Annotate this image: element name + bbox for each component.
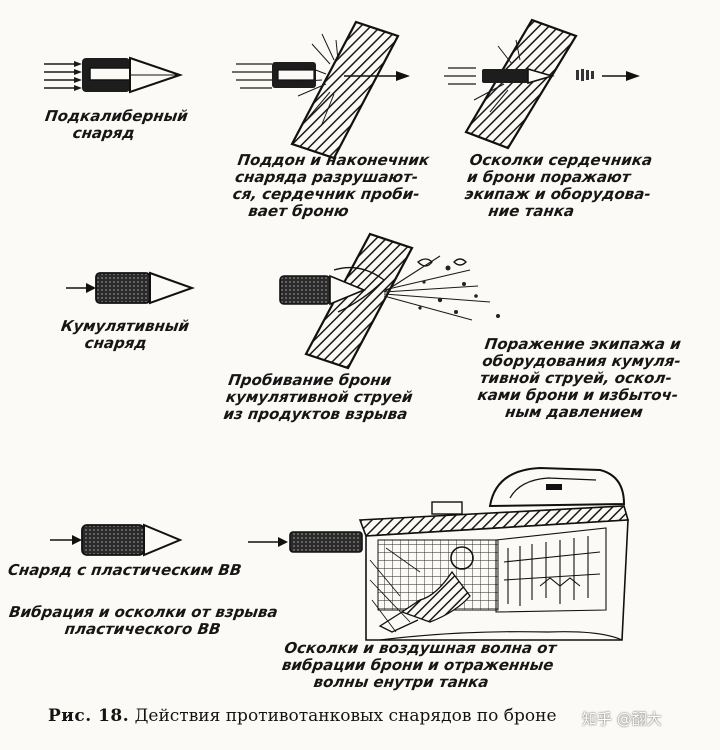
label-line: ками брони и избыточ-	[476, 386, 680, 404]
label-line: снаряд	[71, 124, 137, 142]
label-line: пластического ВВ	[63, 620, 222, 638]
label-line: кумулятивной струей	[224, 388, 414, 406]
watermark: 知乎 @翻大	[582, 710, 662, 728]
label-line: вает броню	[247, 202, 350, 220]
cumulative-effect-label: Поражение экипажа и оборудования кумуля-…	[474, 335, 686, 421]
label-line: экипаж и оборудова-	[463, 185, 652, 203]
cumulative-shell-icon	[66, 271, 195, 305]
subcaliber-pierce-label: Поддон и наконечник снарядa разрушают- с…	[229, 151, 431, 220]
cumulative-pierce-label: Пробивание брони кумулятивной струей из …	[222, 371, 416, 423]
subcaliber-penetration-diagram	[232, 20, 410, 160]
subcaliber-shell-icon	[44, 56, 184, 94]
figure-caption-text: Действия противотанковых снарядов по бро…	[134, 706, 557, 726]
subcaliber-shell-label: Подкалиберный снаряд	[42, 107, 190, 142]
label-line: ся, сердечник проби-	[231, 185, 421, 203]
label-line: Кумулятивный	[60, 317, 191, 335]
label-line: Подкалиберный	[44, 107, 190, 125]
label-line: вибрации брони и отраженные	[280, 656, 555, 674]
plastic-explosive-vibration-label: Вибрация и осколки от взрыва пластическо…	[6, 603, 279, 638]
label-line: волны енутри танка	[312, 673, 490, 691]
label-line: ние танка	[487, 202, 576, 220]
label-line: Вибрация и осколки от взрыва	[8, 603, 279, 621]
label-line: Пробивание брони	[227, 371, 393, 389]
label-line: Осколки и воздушная волна от	[283, 639, 558, 657]
cumulative-shell-label: Кумулятивный снаряд	[58, 317, 191, 352]
label-line: снаряд	[83, 334, 149, 352]
plastic-explosive-shell-icon	[50, 523, 183, 557]
tank-interior-effect-label: Осколки и воздушная волна от вибрации бр…	[278, 639, 558, 691]
subcaliber-fragments-label: Осколки сердечника и брони поражают экип…	[461, 151, 656, 220]
label-line: и брони поражают	[466, 168, 632, 186]
label-line: Осколки сердечника	[468, 151, 654, 169]
label-line: Поражение экипажа и	[483, 335, 683, 353]
label-line: из продуктов взрыва	[222, 405, 409, 423]
label-line: снарядa разрушают-	[234, 168, 420, 186]
tank-interior-effect-diagram	[248, 466, 630, 641]
plastic-explosive-shell-label: Снаряд с пластическим ВВ	[6, 561, 243, 579]
label-line: Снаряд с пластическим ВВ	[6, 561, 243, 579]
label-line: ным давлением	[504, 403, 645, 421]
figure-number: Рис. 18.	[48, 706, 130, 726]
cumulative-penetration-diagram	[279, 232, 500, 370]
label-line: оборудования кумуля-	[481, 352, 682, 370]
figure-caption: Рис. 18. Действия противотанковых снаряд…	[48, 706, 557, 726]
subcaliber-fragments-diagram	[444, 18, 640, 150]
label-line: тивной струей, оскол-	[478, 369, 674, 387]
label-line: Поддон и наконечник	[236, 151, 431, 169]
